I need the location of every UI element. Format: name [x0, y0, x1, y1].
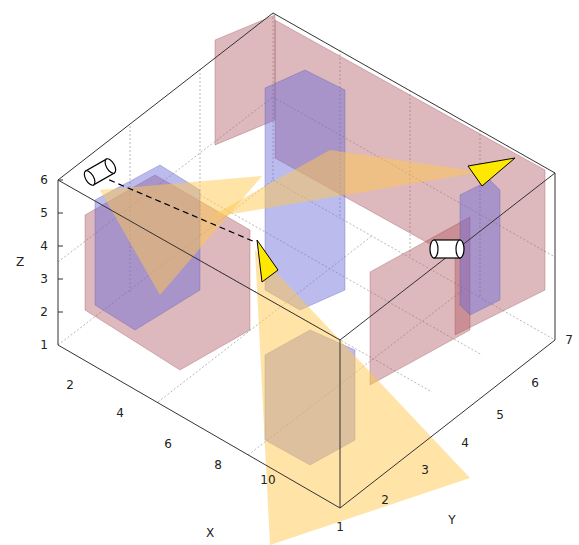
axis-label: 4 [116, 407, 124, 419]
axis-label: 4 [461, 437, 469, 449]
axis-label: 1 [40, 339, 48, 351]
axis-label: 6 [164, 438, 172, 450]
axis-label: 1 [336, 521, 344, 533]
axis-label: 10 [260, 474, 275, 486]
axis-label: 7 [565, 334, 573, 346]
axis-label: 8 [214, 459, 222, 471]
axis-label: 2 [40, 306, 48, 318]
tick-marks [58, 180, 63, 312]
axis-label: 6 [40, 174, 48, 186]
sight-line [100, 176, 255, 242]
box-frame [58, 13, 555, 508]
axis-label: 6 [531, 377, 539, 389]
camera-icons [82, 157, 464, 258]
axis-label: 5 [40, 207, 48, 219]
axis-label: X [206, 527, 214, 539]
camera-fields [100, 150, 482, 545]
axis-label: 2 [381, 494, 389, 506]
axis-label: 5 [496, 409, 504, 421]
axis-label: 2 [66, 379, 74, 391]
axis-label: 3 [421, 464, 429, 476]
axis-label: Y [448, 514, 455, 526]
camera-markers [257, 158, 515, 282]
axis-label: 4 [40, 240, 48, 252]
axis-label: Z [16, 256, 24, 268]
axis-label: 3 [40, 273, 48, 285]
